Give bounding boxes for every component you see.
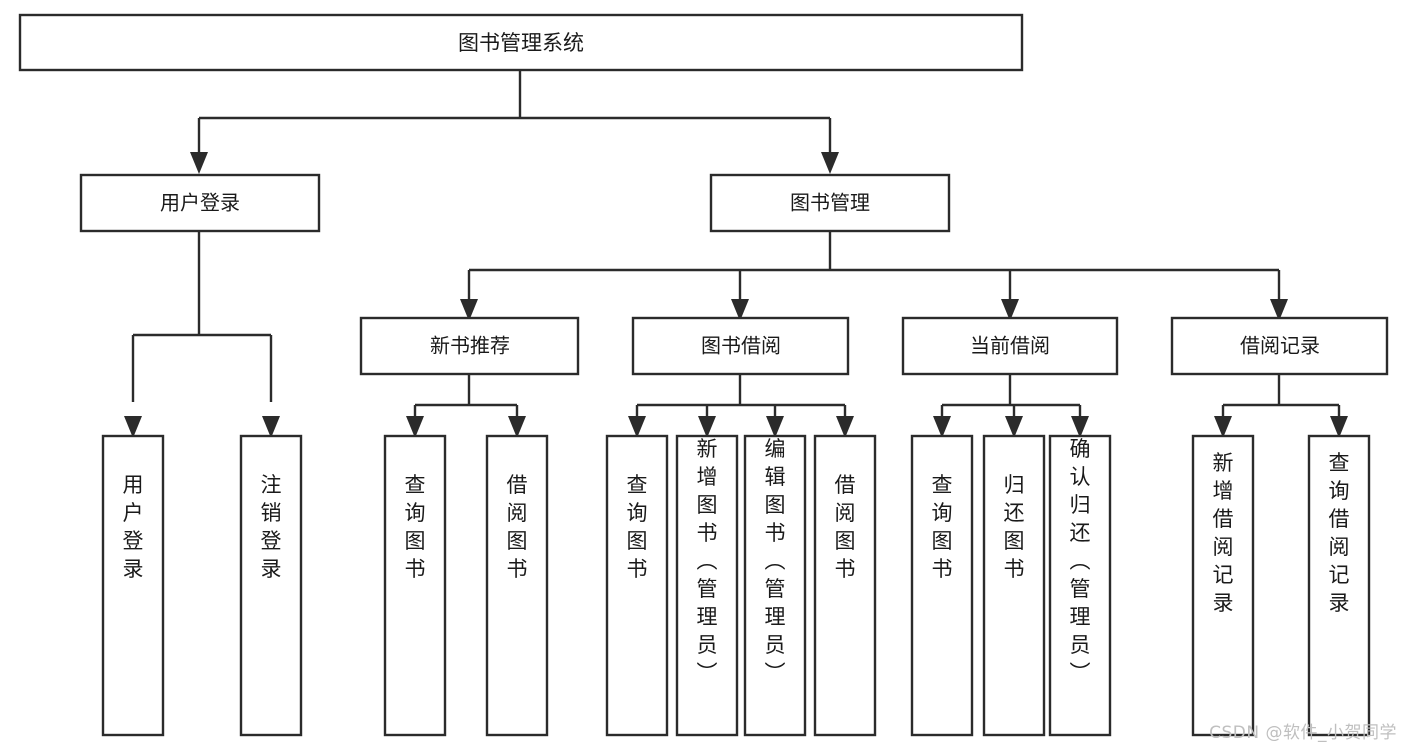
leaf-current-return-book[interactable]: 归还图书 [982, 434, 1046, 737]
node-book-borrow-box[interactable] [631, 316, 850, 376]
leaf-label: 查询图书 [405, 473, 426, 581]
arrow-borrow-c3 [766, 416, 784, 438]
leaf-label: 查询图书 [627, 473, 648, 581]
leaf-box[interactable] [605, 434, 669, 737]
leaf-label: 借阅图书 [835, 473, 856, 581]
leaf-label: 查询图书 [932, 473, 953, 581]
node-root-box[interactable] [18, 13, 1024, 72]
arrow-user-login-c1 [124, 416, 142, 438]
leaf-label: 查询借阅记录 [1329, 451, 1350, 615]
node-borrow-record-box[interactable] [1170, 316, 1389, 376]
arrow-to-user-login [190, 152, 208, 174]
arrow-user-login-c2 [262, 416, 280, 438]
leaf-box[interactable] [383, 434, 447, 737]
leaf-label: 确认归还︵管理员︶ [1070, 437, 1091, 685]
leaf-box[interactable] [982, 434, 1046, 737]
leaf-current-confirm-return-admin[interactable]: 确认归还︵管理员︶ [1048, 434, 1112, 737]
leaf-box[interactable] [910, 434, 974, 737]
node-book-borrow[interactable]: 图书借阅 [631, 316, 850, 376]
arrow-current-c2 [1005, 416, 1023, 438]
node-root-system[interactable]: 图书管理系统 [18, 13, 1024, 72]
leaf-label: 注销登录 [261, 473, 282, 581]
arrow-record-c2 [1330, 416, 1348, 438]
node-book-manage[interactable]: 图书管理 [709, 173, 951, 233]
csdn-watermark: CSDN @软件_小贺同学 [1209, 723, 1397, 743]
leaf-box[interactable] [813, 434, 877, 737]
node-current-borrow-box[interactable] [901, 316, 1119, 376]
node-new-book-recommend-label: 新书推荐 [430, 334, 510, 358]
leaf-box[interactable] [101, 434, 165, 737]
leaf-box[interactable] [675, 434, 739, 737]
node-book-manage-label: 图书管理 [790, 191, 870, 215]
leaf-borrow-add-book-admin[interactable]: 新增图书︵管理员︶ [675, 434, 739, 737]
node-root-label: 图书管理系统 [458, 31, 584, 55]
leaf-box[interactable] [1307, 434, 1371, 737]
node-current-borrow[interactable]: 当前借阅 [901, 316, 1119, 376]
leaf-borrow-edit-book-admin[interactable]: 编辑图书︵管理员︶ [743, 434, 807, 737]
leaf-label: 编辑图书︵管理员︶ [765, 437, 786, 685]
arrow-borrow-c2 [698, 416, 716, 438]
node-user-login-box[interactable] [79, 173, 321, 233]
leaf-label: 归还图书 [1004, 473, 1025, 581]
leaf-user-login-logout[interactable]: 注销登录 [239, 434, 303, 737]
leaf-label: 新增借阅记录 [1213, 451, 1234, 615]
leaf-box[interactable] [1191, 434, 1255, 737]
arrow-borrow-c4 [836, 416, 854, 438]
leaf-label: 借阅图书 [507, 473, 528, 581]
node-user-login[interactable]: 用户登录 [79, 173, 321, 233]
leaf-box[interactable] [485, 434, 549, 737]
node-user-login-label: 用户登录 [160, 191, 240, 215]
leaf-label: 新增图书︵管理员︶ [697, 437, 718, 685]
node-book-manage-box[interactable] [709, 173, 951, 233]
leaf-box[interactable] [1048, 434, 1112, 737]
node-current-borrow-label: 当前借阅 [970, 334, 1050, 358]
leaf-borrow-borrow-book[interactable]: 借阅图书 [813, 434, 877, 737]
node-new-book-recommend-box[interactable] [359, 316, 580, 376]
arrow-borrow-c1 [628, 416, 646, 438]
arrow-current-c1 [933, 416, 951, 438]
node-borrow-record[interactable]: 借阅记录 [1170, 316, 1389, 376]
node-borrow-record-label: 借阅记录 [1240, 334, 1320, 358]
leaf-box[interactable] [239, 434, 303, 737]
arrow-newbook-c2 [508, 416, 526, 438]
connector-layer [124, 70, 1348, 438]
arrow-record-c1 [1214, 416, 1232, 438]
leaf-borrow-query-book[interactable]: 查询图书 [605, 434, 669, 737]
node-new-book-recommend[interactable]: 新书推荐 [359, 316, 580, 376]
leaf-box[interactable] [743, 434, 807, 737]
node-book-borrow-label: 图书借阅 [701, 334, 781, 358]
leaf-current-query-book[interactable]: 查询图书 [910, 434, 974, 737]
leaf-user-login-login[interactable]: 用户登录 [101, 434, 165, 737]
leaf-label: 用户登录 [123, 473, 144, 581]
arrow-to-book-manage [821, 152, 839, 174]
arrow-newbook-c1 [406, 416, 424, 438]
leaf-newbook-query-book[interactable]: 查询图书 [383, 434, 447, 737]
leaf-record-query-record[interactable]: 查询借阅记录 [1307, 434, 1371, 737]
arrow-current-c3 [1071, 416, 1089, 438]
leaf-newbook-borrow-book[interactable]: 借阅图书 [485, 434, 549, 737]
leaf-record-add-record[interactable]: 新增借阅记录 [1191, 434, 1255, 737]
